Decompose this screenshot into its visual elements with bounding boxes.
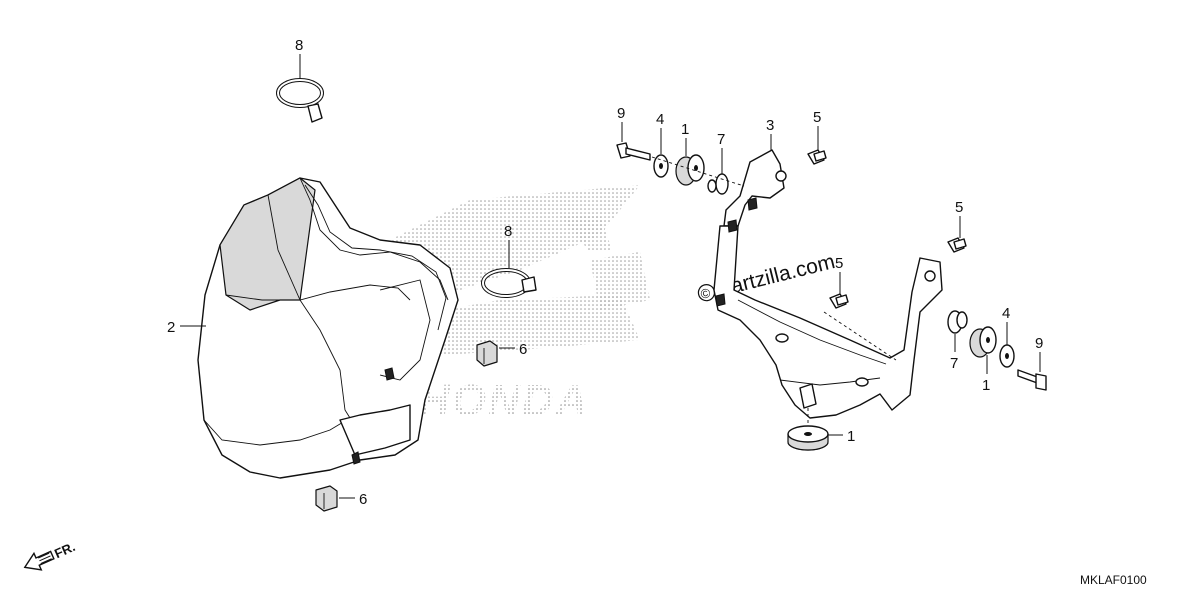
callout-2: 2 xyxy=(167,319,175,336)
washer-left xyxy=(653,154,669,178)
washer-right xyxy=(999,344,1015,368)
callout-4-right: 4 xyxy=(1002,305,1010,322)
callout-1-lower: 1 xyxy=(847,428,855,445)
callout-leaders xyxy=(180,54,1041,499)
callout-9-right: 9 xyxy=(1035,335,1043,352)
callout-9-left: 9 xyxy=(617,105,625,122)
bolt-5-middle xyxy=(829,293,849,309)
callout-8-middle: 8 xyxy=(504,223,512,240)
band-clamp-top xyxy=(276,78,324,123)
clip-nut-lower xyxy=(315,485,338,512)
alignment-lines xyxy=(651,156,897,426)
callout-labels: 8 2 8 6 6 9 4 1 7 3 5 5 5 4 9 7 1 1 xyxy=(167,37,1043,508)
rubber-grommet-right xyxy=(969,326,997,358)
collar-right xyxy=(947,310,968,334)
callout-1-right: 1 xyxy=(982,377,990,394)
bolt-right xyxy=(1017,369,1047,391)
callout-6-lower: 6 xyxy=(359,491,367,508)
callout-1-left: 1 xyxy=(681,121,689,138)
bolt-5-right xyxy=(947,237,967,253)
callout-4-left: 4 xyxy=(656,111,664,128)
callout-3: 3 xyxy=(766,117,774,134)
bolt-5-top xyxy=(807,149,827,165)
callout-7-right: 7 xyxy=(950,355,958,372)
band-clamp-middle xyxy=(481,268,537,298)
headlight-stay-bracket xyxy=(713,149,943,419)
rubber-mount-lower xyxy=(787,425,829,451)
diagram-code: MKLAF0100 xyxy=(1080,573,1147,587)
callout-7-left: 7 xyxy=(717,131,725,148)
headlight-unit xyxy=(197,177,459,479)
collar-left xyxy=(707,173,729,195)
callout-6-upper: 6 xyxy=(519,341,527,358)
front-direction-marker: FR. xyxy=(23,539,77,571)
front-label: FR. xyxy=(52,539,77,561)
clip-nut-upper xyxy=(476,340,498,367)
callout-5-top: 5 xyxy=(813,109,821,126)
callout-8-top: 8 xyxy=(295,37,303,54)
bolt-left xyxy=(616,142,651,161)
callout-5-middle: 5 xyxy=(835,255,843,272)
copyright-symbol: © xyxy=(699,285,712,302)
rubber-grommet-left xyxy=(675,154,705,186)
callout-5-right: 5 xyxy=(955,199,963,216)
arrow-forward-icon xyxy=(23,550,55,571)
honda-logo-watermark: HONDA xyxy=(418,376,589,425)
